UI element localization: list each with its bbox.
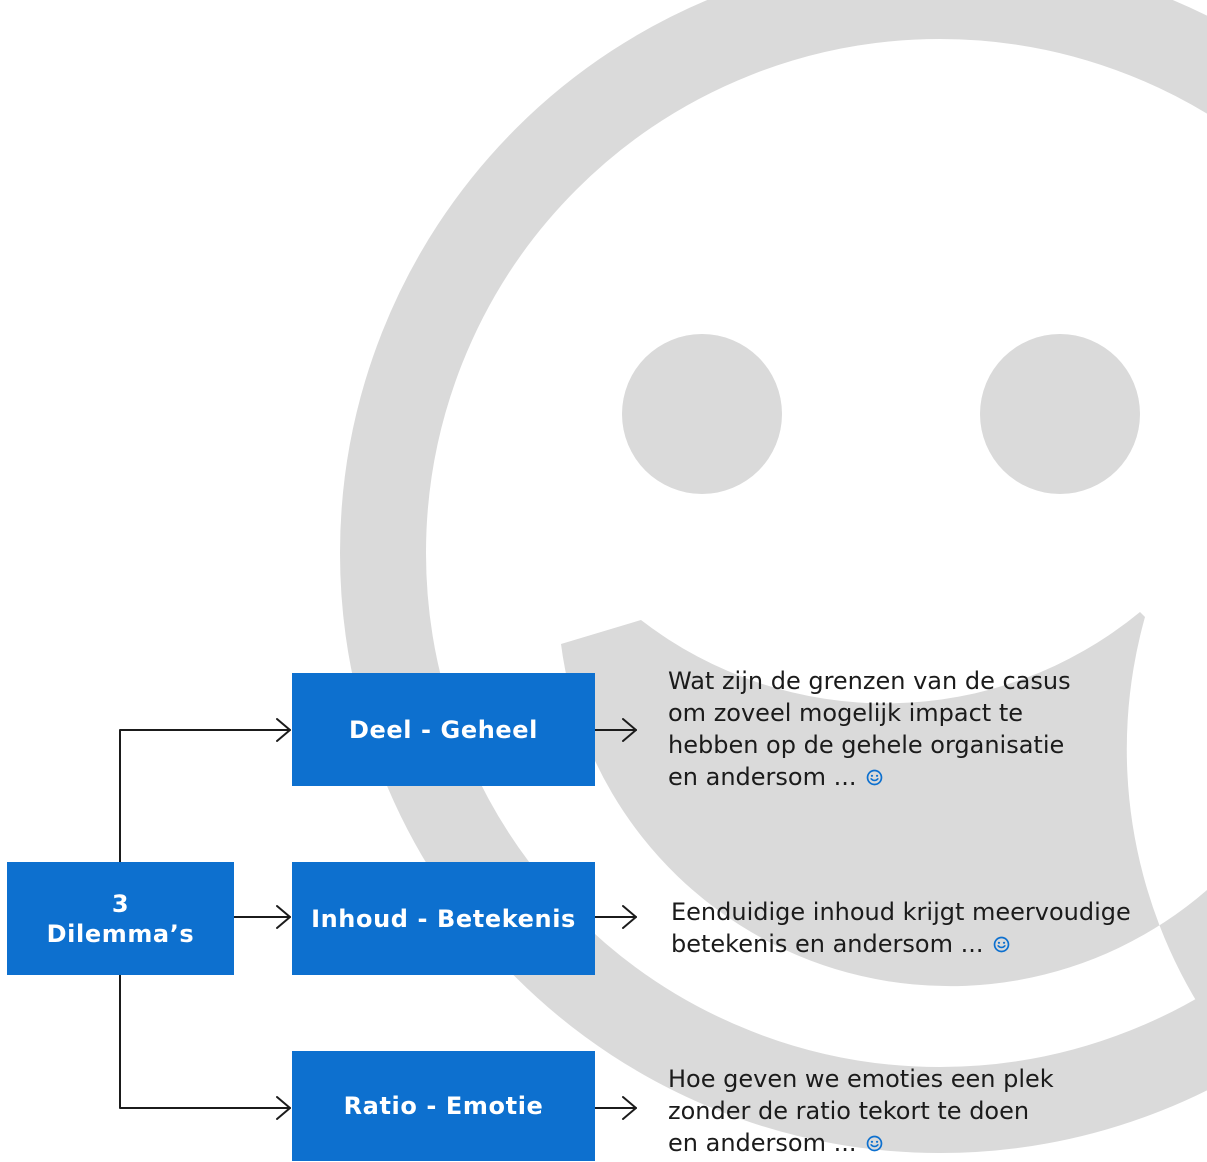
root-node-label: Dilemma’s xyxy=(46,919,195,948)
smiley-head-ring xyxy=(340,0,1207,1153)
description-line-text: en andersom ... xyxy=(668,763,857,791)
smiley-mouth xyxy=(561,612,1207,1018)
connector-root-to-deel-geheel xyxy=(119,729,291,863)
dilemma-description-inhoud-betekenis: Eenduidige inhoud krijgt meervoudige bet… xyxy=(671,896,1131,960)
description-line: Wat zijn de grenzen van de casus xyxy=(668,667,1071,695)
smile-icon xyxy=(867,1135,883,1152)
description-line: Hoe geven we emoties een plek xyxy=(668,1065,1054,1093)
root-node-dilemmas: 3 Dilemma’s xyxy=(7,862,234,975)
description-line-last: betekenis en andersom ... xyxy=(671,928,1131,960)
connector-root-to-ratio-emotie xyxy=(119,974,291,1109)
description-line-last: en andersom ... xyxy=(668,761,1071,793)
description-line-text: betekenis en andersom ... xyxy=(671,930,984,958)
dilemma-title: Inhoud - Betekenis xyxy=(311,904,576,933)
arrow-right-icon xyxy=(276,718,291,742)
arrow-right-icon xyxy=(622,905,637,929)
description-line: Eenduidige inhoud krijgt meervoudige xyxy=(671,898,1131,926)
root-node-count: 3 xyxy=(111,889,130,918)
dilemma-description-deel-geheel: Wat zijn de grenzen van de casus om zove… xyxy=(668,665,1071,793)
arrow-right-icon xyxy=(276,1096,291,1120)
dilemma-box-ratio-emotie: Ratio - Emotie xyxy=(292,1051,595,1161)
smile-icon xyxy=(867,769,883,786)
dilemma-box-deel-geheel: Deel - Geheel xyxy=(292,673,595,786)
dilemma-box-inhoud-betekenis: Inhoud - Betekenis xyxy=(292,862,595,975)
arrow-right-icon xyxy=(622,1096,637,1120)
smile-icon xyxy=(994,936,1010,953)
dilemma-title: Deel - Geheel xyxy=(348,715,539,744)
smiley-right-eye xyxy=(980,334,1140,494)
dilemma-title: Ratio - Emotie xyxy=(343,1092,544,1120)
arrow-right-icon xyxy=(622,718,637,742)
description-line-last: en andersom ... xyxy=(668,1127,1054,1159)
description-line-text: en andersom ... xyxy=(668,1129,857,1157)
description-line: zonder de ratio tekort te doen xyxy=(668,1097,1030,1125)
description-line: hebben op de gehele organisatie xyxy=(668,731,1065,759)
description-line: om zoveel mogelijk impact te xyxy=(668,699,1023,727)
dilemma-description-ratio-emotie: Hoe geven we emoties een plek zonder de … xyxy=(668,1063,1054,1159)
smiley-left-eye xyxy=(622,334,782,494)
arrow-right-icon xyxy=(276,905,291,929)
